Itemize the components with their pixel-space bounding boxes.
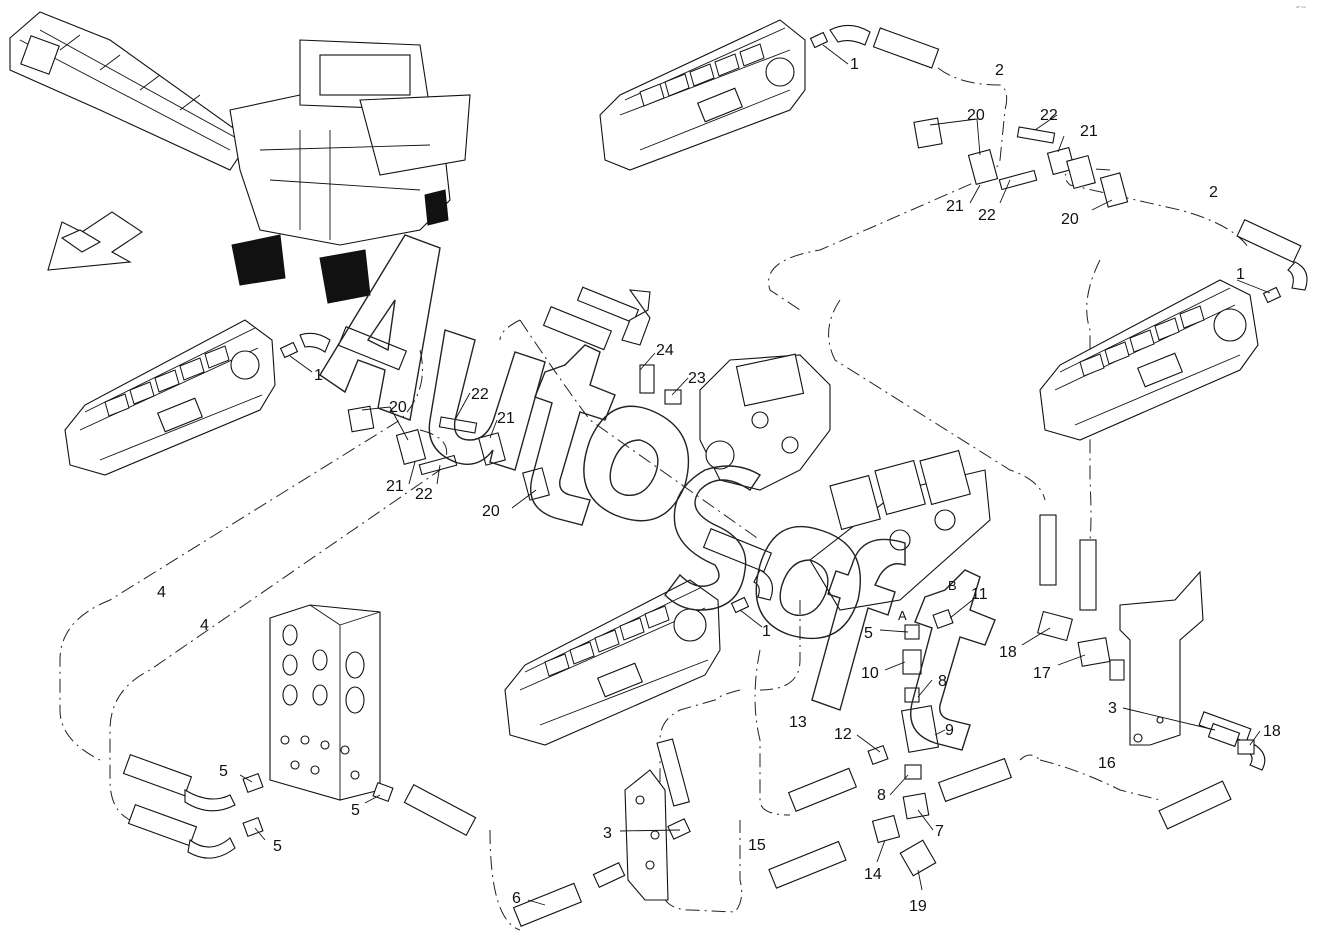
label-part-5: 5 <box>219 763 228 780</box>
label-part-20: 20 <box>1061 211 1079 228</box>
label-part-23: 23 <box>688 370 706 387</box>
autosoft-watermark <box>319 234 996 751</box>
label-part-20: 20 <box>389 399 407 416</box>
label-part-1: 1 <box>850 56 859 73</box>
mounting-plate-left <box>624 769 669 901</box>
label-part-18: 18 <box>1263 723 1281 740</box>
leader-lines <box>239 44 1271 906</box>
corner-mark: ᵃᴾ ᵇᵃ <box>1296 6 1306 12</box>
label-part-15: 15 <box>748 837 766 854</box>
label-part-2: 2 <box>995 62 1004 79</box>
track-unit-bottom <box>504 579 721 746</box>
track-unit-left <box>64 319 276 476</box>
label-port-b: B <box>948 578 957 593</box>
label-part-21: 21 <box>1080 123 1098 140</box>
mounting-plate-right <box>1119 570 1204 746</box>
label-part-14: 14 <box>864 866 882 883</box>
label-part-1: 1 <box>314 367 323 384</box>
label-part-11: 11 <box>971 586 988 603</box>
part-labels: 1 1 1 1 2 2 3 3 4 4 5 5 5 5 6 7 8 8 9 10… <box>157 56 1281 915</box>
label-part-21: 21 <box>946 198 964 215</box>
label-part-4: 4 <box>157 584 166 601</box>
track-unit-top <box>599 19 806 171</box>
label-part-10: 10 <box>861 665 879 682</box>
fittings <box>242 31 1282 888</box>
label-part-13: 13 <box>789 714 807 731</box>
label-part-3: 3 <box>1108 700 1117 717</box>
label-part-4: 4 <box>200 617 209 634</box>
valve-blocks <box>269 353 1204 901</box>
label-part-22: 22 <box>415 486 433 503</box>
machine-overview <box>9 11 471 304</box>
label-part-19: 19 <box>909 898 927 915</box>
label-part-22: 22 <box>471 386 489 403</box>
label-part-8: 8 <box>938 673 947 690</box>
label-part-22: 22 <box>978 207 996 224</box>
hoses <box>122 24 1308 927</box>
track-unit-right <box>1039 279 1259 441</box>
label-part-17: 17 <box>1033 665 1051 682</box>
label-part-16: 16 <box>1098 755 1116 772</box>
label-part-5: 5 <box>864 625 873 642</box>
label-part-20: 20 <box>967 107 985 124</box>
label-part-6: 6 <box>512 890 521 907</box>
label-part-24: 24 <box>656 342 674 359</box>
label-part-3: 3 <box>603 825 612 842</box>
label-part-20: 20 <box>482 503 500 520</box>
label-port-a: A <box>898 608 907 623</box>
label-part-5: 5 <box>351 802 360 819</box>
label-part-21: 21 <box>386 478 404 495</box>
label-part-21: 21 <box>497 410 515 427</box>
label-part-7: 7 <box>935 823 944 840</box>
label-part-1: 1 <box>762 623 771 640</box>
label-part-18: 18 <box>999 644 1017 661</box>
label-part-9: 9 <box>945 722 954 739</box>
label-part-12: 12 <box>834 726 852 743</box>
label-part-5: 5 <box>273 838 282 855</box>
label-part-2: 2 <box>1209 184 1218 201</box>
label-part-8: 8 <box>877 787 886 804</box>
label-part-22: 22 <box>1040 107 1058 124</box>
label-part-1: 1 <box>1236 266 1245 283</box>
